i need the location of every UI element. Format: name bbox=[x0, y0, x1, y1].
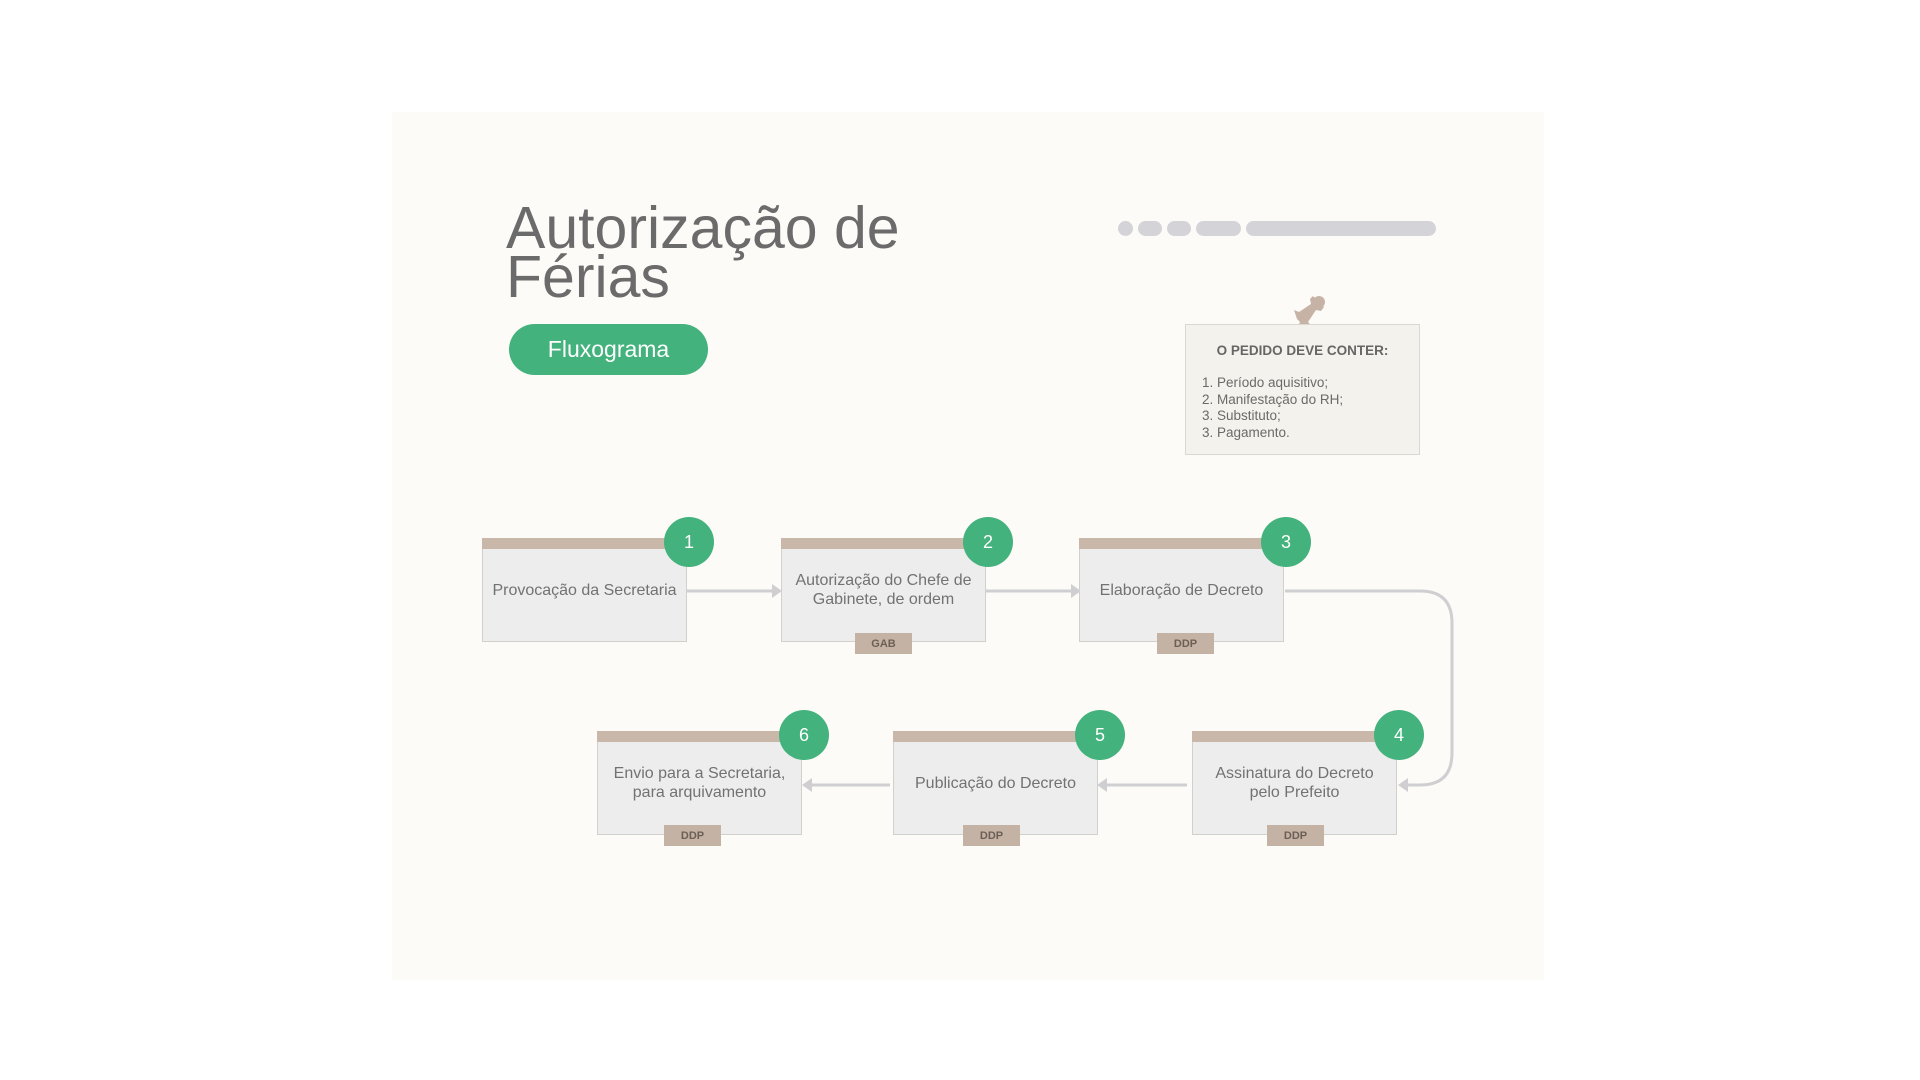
arrowhead bbox=[802, 778, 812, 792]
step-box-6: Envio para a Secretaria, para arquivamen… bbox=[597, 731, 802, 835]
note-item: 3. Pagamento. bbox=[1202, 424, 1290, 440]
step-label: Elaboração de Decreto bbox=[1099, 581, 1264, 599]
step-label: Envio para a Secretaria, para arquivamen… bbox=[613, 765, 786, 801]
step-label: Assinatura do Decreto pelo Prefeito bbox=[1215, 765, 1374, 801]
step-tag-5: DDP bbox=[963, 825, 1020, 846]
dot bbox=[1138, 221, 1162, 236]
arrowhead bbox=[772, 584, 782, 598]
step-header-bar bbox=[1079, 538, 1284, 549]
page-title: Autorização de Férias bbox=[506, 195, 900, 310]
step-number-badge-3: 3 bbox=[1261, 517, 1311, 567]
step-box-2: Autorização do Chefe de Gabinete, de ord… bbox=[781, 538, 986, 642]
step-label: Provocação da Secretaria bbox=[492, 581, 677, 599]
step-number-badge-2: 2 bbox=[963, 517, 1013, 567]
step-header-bar bbox=[597, 731, 802, 742]
arrowhead bbox=[1071, 584, 1081, 598]
step-number-badge-6: 6 bbox=[779, 710, 829, 760]
step-tag-2: GAB bbox=[855, 633, 912, 654]
dot bbox=[1118, 221, 1133, 236]
step-tag-3: DDP bbox=[1157, 633, 1214, 654]
step-box-4: Assinatura do Decreto pelo Prefeito bbox=[1192, 731, 1397, 835]
step-header-bar bbox=[781, 538, 986, 549]
arrowhead bbox=[1398, 778, 1408, 792]
step-box-5: Publicação do Decreto bbox=[893, 731, 1098, 835]
step-box-1: Provocação da Secretaria bbox=[482, 538, 687, 642]
dot bbox=[1196, 221, 1241, 236]
dot bbox=[1246, 221, 1436, 236]
note-list: 1. Período aquisitivo; 2. Manifestação d… bbox=[1202, 375, 1343, 441]
step-header-bar bbox=[482, 538, 687, 549]
step-header-bar bbox=[1192, 731, 1397, 742]
note-item: 1. Período aquisitivo; bbox=[1202, 375, 1329, 390]
subtitle-pill: Fluxograma bbox=[509, 324, 708, 375]
step-label: Autorização do Chefe de Gabinete, de ord… bbox=[795, 572, 972, 608]
step-tag-4: DDP bbox=[1267, 825, 1324, 846]
note-item: 2. Manifestação do RH; bbox=[1202, 391, 1344, 407]
step-box-3: Elaboração de Decreto bbox=[1079, 538, 1284, 642]
step-number-badge-5: 5 bbox=[1075, 710, 1125, 760]
note-item: 3. Substituto; bbox=[1202, 408, 1281, 423]
arrow-3-4 bbox=[1285, 589, 1454, 787]
step-header-bar bbox=[893, 731, 1098, 742]
step-label: Publicação do Decreto bbox=[915, 774, 1076, 792]
step-tag-6: DDP bbox=[664, 825, 721, 846]
arrowhead bbox=[1097, 778, 1107, 792]
step-number-badge-1: 1 bbox=[664, 517, 714, 567]
requirements-note: O PEDIDO DEVE CONTER: 1. Período aquisit… bbox=[1185, 324, 1420, 455]
step-number-badge-4: 4 bbox=[1374, 710, 1424, 760]
dot bbox=[1167, 221, 1191, 236]
note-heading: O PEDIDO DEVE CONTER: bbox=[1216, 343, 1389, 358]
